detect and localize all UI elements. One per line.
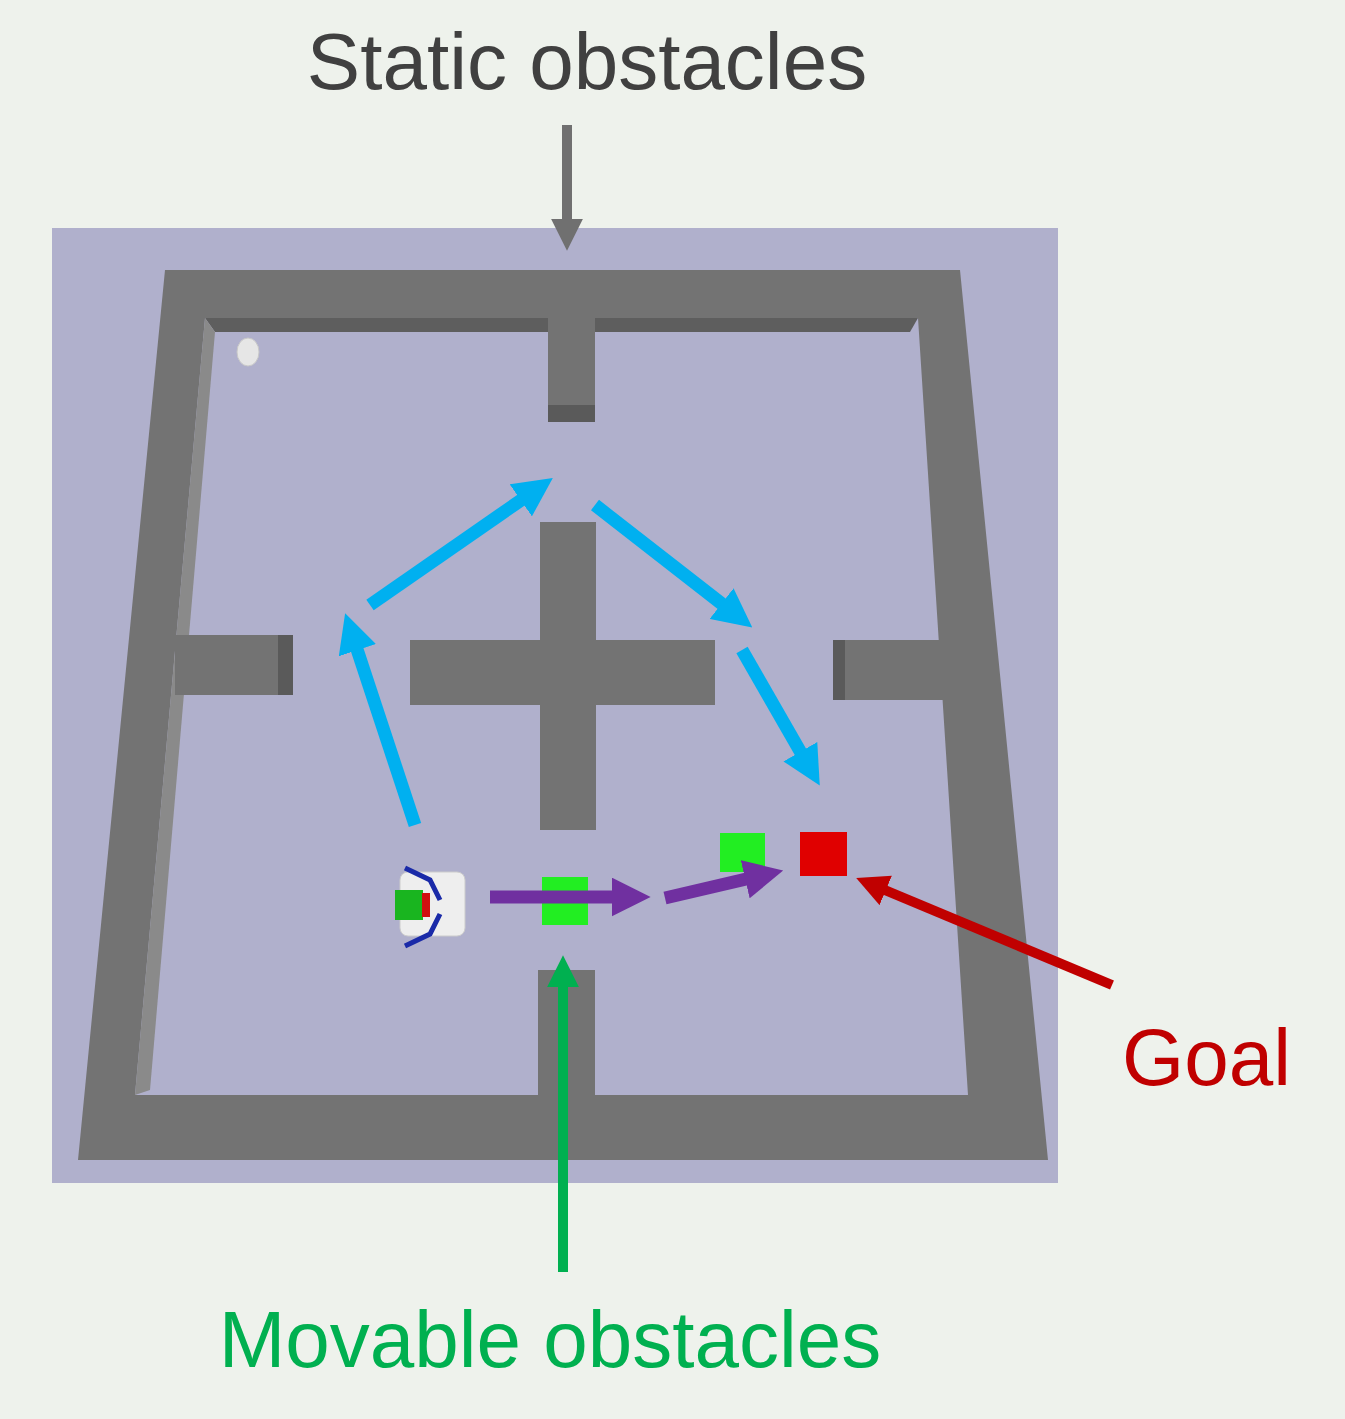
- leader-arrow: [868, 883, 1112, 985]
- callout-label: Movable obstacles: [219, 1300, 882, 1380]
- callout-label: Goal: [1122, 1018, 1291, 1098]
- path-arrow: [350, 487, 812, 825]
- leader-arrow: [562, 125, 572, 238]
- movable-obstacle: [720, 833, 765, 872]
- callout-label: Static obstacles: [307, 22, 867, 102]
- robot: [395, 868, 465, 946]
- cylinder: [237, 338, 259, 366]
- leader-arrow: [558, 968, 568, 1272]
- push-arrow: [490, 874, 768, 898]
- floor-panel: [52, 228, 1058, 1183]
- goal-marker: [800, 832, 847, 876]
